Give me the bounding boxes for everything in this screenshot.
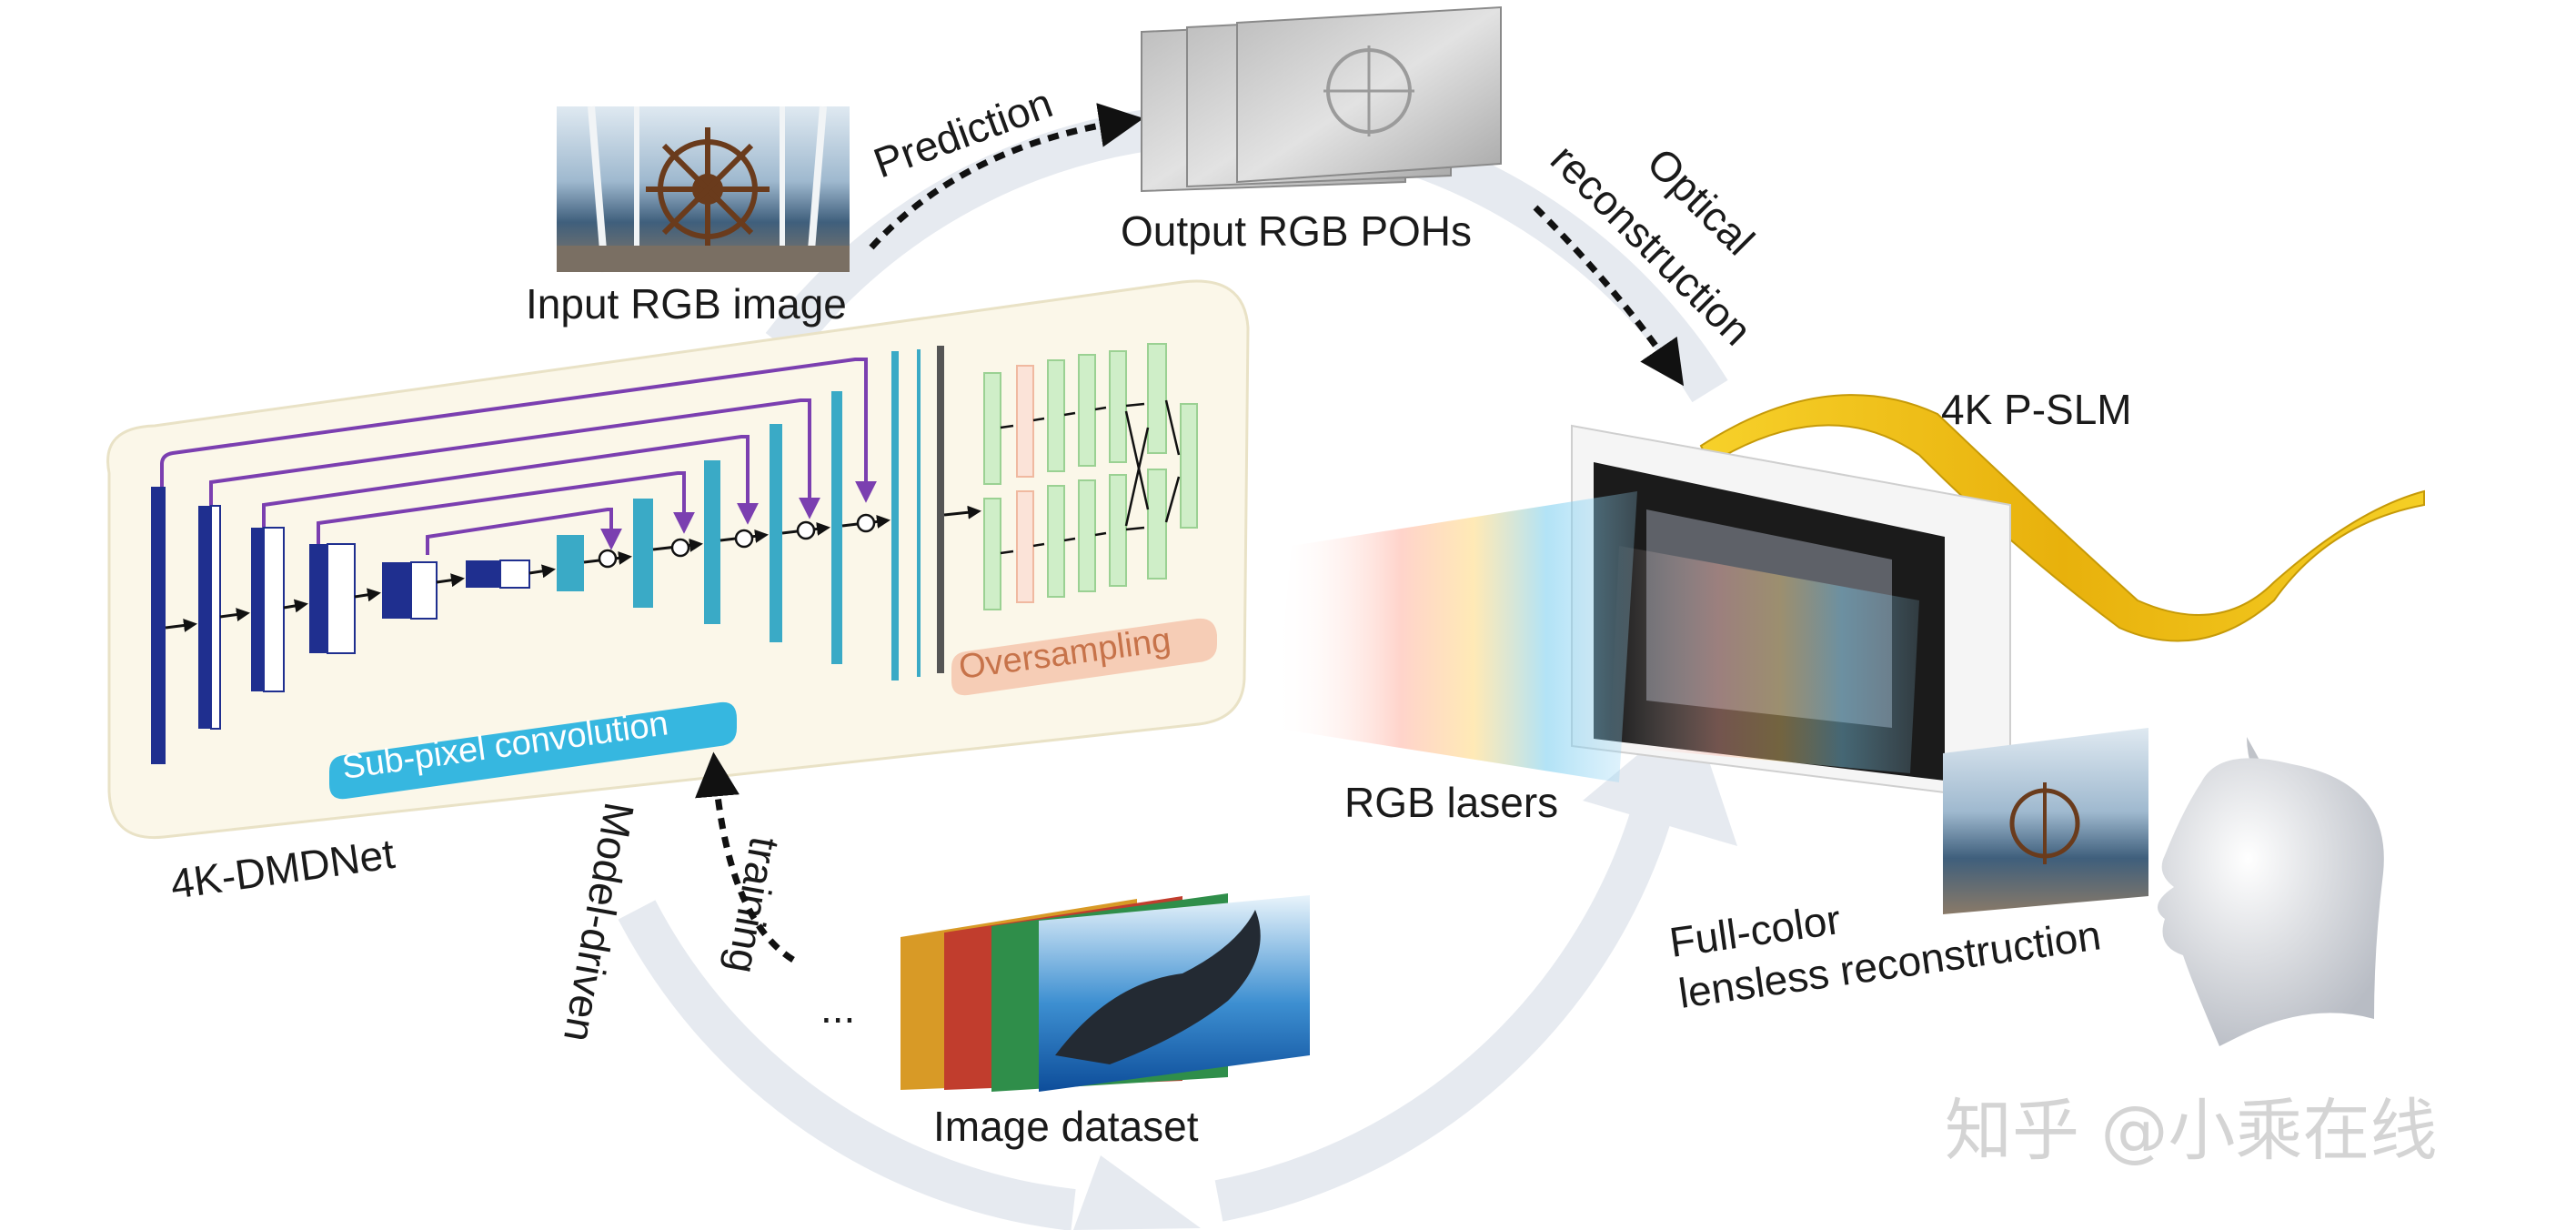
network-panel [106, 279, 1250, 840]
concat-nodes [598, 513, 876, 569]
hologram-stack [1141, 5, 1502, 193]
input-image-photo [557, 106, 850, 273]
output-pohs-label: Output RGB POHs [1121, 207, 1472, 255]
rgb-lasers-label: RGB lasers [1344, 779, 1558, 826]
whale-photo [1055, 910, 1261, 1064]
prediction-arrow [869, 103, 1144, 250]
training-label: training [719, 833, 789, 977]
network-label: 4K-DMDNet [167, 830, 397, 908]
input-image-label: Input RGB image [526, 280, 847, 328]
image-dataset-stack [901, 893, 1310, 1092]
pslm-label: 4K P-SLM [1941, 386, 2132, 433]
image-dataset-label: Image dataset [933, 1103, 1199, 1150]
optical-arrow [1533, 205, 1685, 387]
ellipsis-label: ... [820, 984, 855, 1032]
human-head [2158, 737, 2384, 1046]
oversampling-arrows [1000, 399, 1181, 555]
slm-device [1273, 424, 2011, 802]
skip-connections [160, 358, 877, 555]
steering-wheel-photo [646, 127, 770, 251]
oversampling-blocks [983, 343, 1198, 610]
training-arrow [695, 751, 795, 963]
slm-film [1699, 394, 2425, 642]
encoder-decoder [151, 346, 944, 764]
reconstructed-image [1943, 728, 2148, 914]
watermark: 知乎 @小乘在线 [1945, 1092, 2438, 1170]
